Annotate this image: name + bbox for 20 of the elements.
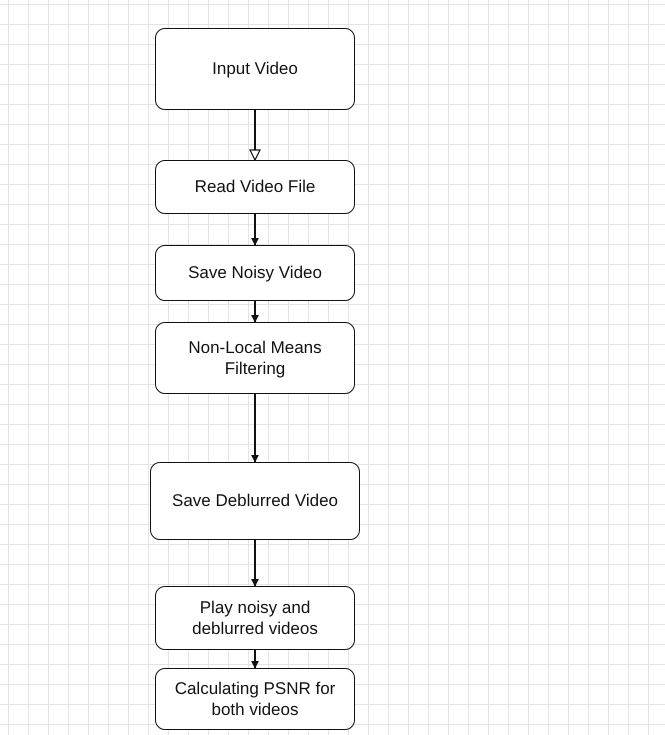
- process-box: [155, 668, 355, 730]
- arrow: [251, 650, 259, 669]
- step-label: Input Video: [212, 58, 298, 80]
- arrow: [251, 301, 259, 323]
- arrow: [251, 394, 259, 463]
- step-label: Non-Local Means Filtering: [187, 336, 323, 380]
- step-label: Calculating PSNR for both videos: [174, 678, 336, 720]
- process-box: [150, 462, 360, 540]
- process-box: [155, 28, 355, 110]
- step-label: Read Video File: [194, 176, 316, 198]
- arrow: [251, 214, 259, 246]
- arrow: [251, 540, 259, 587]
- step-label: Save Deblurred Video: [172, 490, 338, 512]
- step-label: Save Noisy Video: [188, 262, 322, 284]
- process-box: [155, 586, 355, 650]
- process-box: [155, 322, 355, 394]
- process-box: [155, 160, 355, 214]
- arrow: [249, 110, 261, 161]
- step-label: Play noisy and deblurred videos: [191, 596, 319, 640]
- process-box: [155, 245, 355, 301]
